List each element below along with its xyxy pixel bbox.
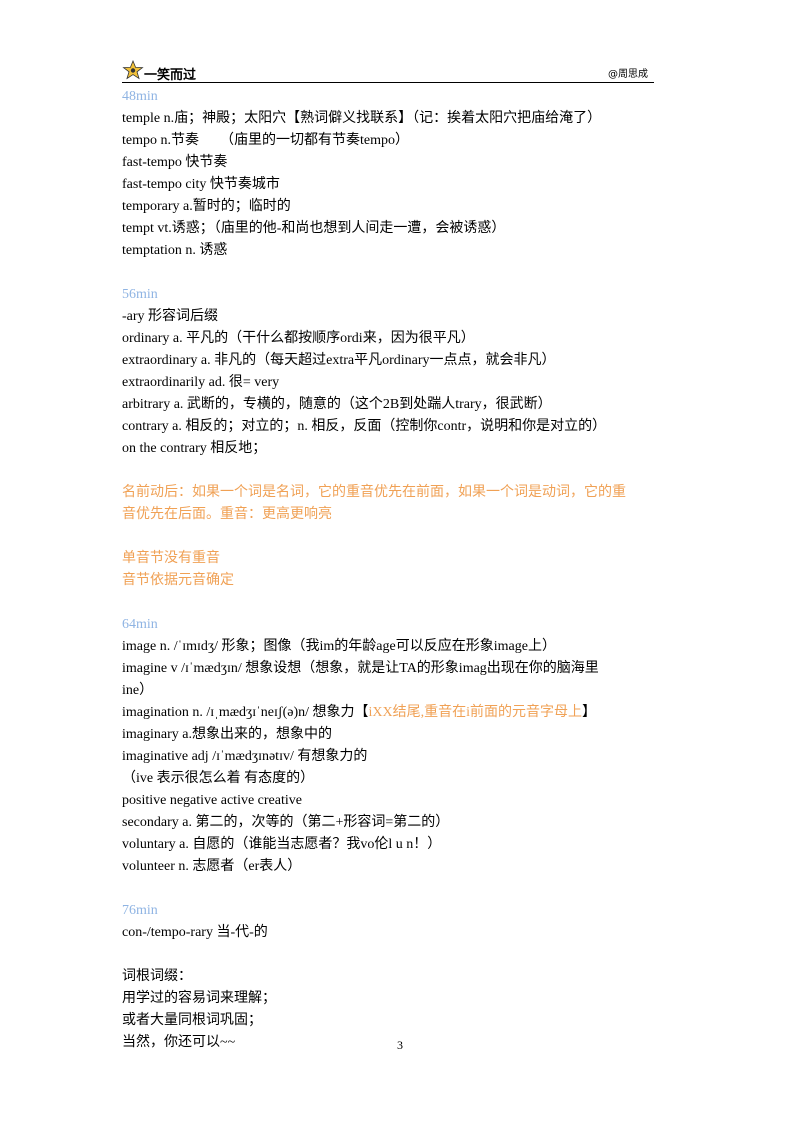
text-segment: 当然，你还可以~~ — [122, 1035, 236, 1050]
author-handle: @周思成 — [608, 69, 648, 80]
text-segment: ordinary a. 平凡的（干什么都按顺序ordi来，因为很平凡） — [122, 331, 475, 346]
text-segment: fast-tempo city 快节奏城市 — [122, 177, 280, 192]
text-line: 音优先在后面。重音：更高更响亮 — [122, 504, 692, 526]
text-segment: con-/tempo-rary 当-代-的 — [122, 925, 268, 940]
text-segment: temple n.庙；神殿；太阳穴【熟词僻义找联系】（记：挨着太阳穴把庙给淹了） — [122, 111, 602, 126]
section-time: 64min — [122, 617, 158, 632]
text-segment: extraordinarily ad. 很= very — [122, 375, 280, 390]
text-line: imagination n. /ɪˌmædʒɪˈneɪʃ(ə)n/ 想象力【iX… — [122, 702, 692, 724]
text-segment: ine） — [122, 683, 154, 698]
text-line: 用学过的容易词来理解； — [122, 988, 692, 1010]
text-line: image n. /ˈɪmɪdʒ/ 形象；图像（我im的年龄age可以反应在形象… — [122, 636, 692, 658]
text-line: arbitrary a. 武断的，专横的，随意的（这个2B到处踹人trary，很… — [122, 394, 692, 416]
text-line: 当然，你还可以~~ — [122, 1032, 692, 1054]
page-number: 3 — [397, 1038, 403, 1052]
text-segment: contrary a. 相反的；对立的；n. 相反，反面（控制你contr，说明… — [122, 419, 607, 434]
text-line: extraordinarily ad. 很= very — [122, 372, 692, 394]
text-line: volunteer n. 志愿者（er表人） — [122, 856, 692, 878]
text-line: fast-tempo 快节奏 — [122, 152, 692, 174]
text-segment: 音节依据元音确定 — [122, 573, 234, 588]
text-line: imaginary a.想象出来的，想象中的 — [122, 724, 692, 746]
text-segment: voluntary a. 自愿的（谁能当志愿者？我vo伦l u n！） — [122, 837, 442, 852]
text-segment: 音优先在后面。重音：更高更响亮 — [122, 507, 332, 522]
section-gap — [122, 878, 692, 900]
page-header: 一笑而过 @周思成 — [122, 60, 654, 83]
text-line: （ive 表示很怎么着 有态度的） — [122, 768, 692, 790]
text-line: imaginative adj /ɪˈmædʒɪnətɪv/ 有想象力的 — [122, 746, 692, 768]
section-gap — [122, 592, 692, 614]
text-line: imagine v /ɪˈmædʒɪn/ 想象设想（想象，就是让TA的形象ima… — [122, 658, 692, 680]
text-line: -ary 形容词后缀 — [122, 306, 692, 328]
section-gap — [122, 460, 692, 482]
document-body: 48min temple n.庙；神殿；太阳穴【熟词僻义找联系】（记：挨着太阳穴把… — [122, 86, 692, 1054]
text-segment: 或者大量同根词巩固； — [122, 1013, 262, 1028]
text-segment: tempt vt.诱惑；（庙里的他-和尚也想到人间走一遭，会被诱惑） — [122, 221, 506, 236]
text-segment: extraordinary a. 非凡的（每天超过extra平凡ordinary… — [122, 353, 556, 368]
text-line: ine） — [122, 680, 692, 702]
text-segment: -ary 形容词后缀 — [122, 309, 219, 324]
section-time: 76min — [122, 903, 158, 918]
text-segment: temporary a.暂时的；临时的 — [122, 199, 291, 214]
text-segment: arbitrary a. 武断的，专横的，随意的（这个2B到处踹人trary，很… — [122, 397, 552, 412]
text-line: positive negative active creative — [122, 790, 692, 812]
text-segment: 用学过的容易词来理解； — [122, 991, 276, 1006]
text-segment: imagine v /ɪˈmædʒɪn/ 想象设想（想象，就是让TA的形象ima… — [122, 661, 599, 676]
text-line: temporary a.暂时的；临时的 — [122, 196, 692, 218]
text-line: 单音节没有重音 — [122, 548, 692, 570]
star-logo-icon — [122, 60, 144, 80]
text-segment: tempo n.节奏 （庙里的一切都有节奏tempo） — [122, 133, 409, 148]
text-segment: 名前动后：如果一个词是名词，它的重音优先在前面，如果一个词是动词，它的重 — [122, 485, 626, 500]
section-gap — [122, 526, 692, 548]
text-segment: secondary a. 第二的，次等的（第二+形容词=第二的） — [122, 815, 450, 830]
text-line: 名前动后：如果一个词是名词，它的重音优先在前面，如果一个词是动词，它的重 — [122, 482, 692, 504]
text-line: ordinary a. 平凡的（干什么都按顺序ordi来，因为很平凡） — [122, 328, 692, 350]
text-segment: on the contrary 相反地； — [122, 441, 267, 456]
text-line: temple n.庙；神殿；太阳穴【熟词僻义找联系】（记：挨着太阳穴把庙给淹了） — [122, 108, 692, 130]
text-line: 词根词缀： — [122, 966, 692, 988]
text-line: contrary a. 相反的；对立的；n. 相反，反面（控制你contr，说明… — [122, 416, 692, 438]
text-segment: 单音节没有重音 — [122, 551, 220, 566]
text-segment: fast-tempo 快节奏 — [122, 155, 228, 170]
text-segment: imaginary a.想象出来的，想象中的 — [122, 727, 332, 742]
text-line: 或者大量同根词巩固； — [122, 1010, 692, 1032]
text-segment: 】 — [582, 705, 597, 720]
text-line: secondary a. 第二的，次等的（第二+形容词=第二的） — [122, 812, 692, 834]
brand-title: 一笑而过 — [144, 68, 197, 83]
text-line: on the contrary 相反地； — [122, 438, 692, 460]
text-line: temptation n. 诱惑 — [122, 240, 692, 262]
text-segment: positive negative active creative — [122, 793, 302, 808]
text-segment: volunteer n. 志愿者（er表人） — [122, 859, 302, 874]
text-segment: 词根词缀： — [122, 969, 192, 984]
section-time: 48min — [122, 89, 158, 104]
text-line: voluntary a. 自愿的（谁能当志愿者？我vo伦l u n！） — [122, 834, 692, 856]
text-line: tempt vt.诱惑；（庙里的他-和尚也想到人间走一遭，会被诱惑） — [122, 218, 692, 240]
text-line: 音节依据元音确定 — [122, 570, 692, 592]
section-time: 56min — [122, 287, 158, 302]
text-line: extraordinary a. 非凡的（每天超过extra平凡ordinary… — [122, 350, 692, 372]
text-segment: temptation n. 诱惑 — [122, 243, 228, 258]
text-line: con-/tempo-rary 当-代-的 — [122, 922, 692, 944]
text-line: tempo n.节奏 （庙里的一切都有节奏tempo） — [122, 130, 692, 152]
text-line: fast-tempo city 快节奏城市 — [122, 174, 692, 196]
text-segment: iXX结尾,重音在i前面的元音字母上 — [368, 705, 583, 720]
text-segment: imagination n. /ɪˌmædʒɪˈneɪʃ(ə)n/ 想象力【 — [122, 705, 369, 720]
text-segment: image n. /ˈɪmɪdʒ/ 形象；图像（我im的年龄age可以反应在形象… — [122, 639, 556, 654]
text-segment: （ive 表示很怎么着 有态度的） — [122, 771, 315, 786]
section-gap — [122, 262, 692, 284]
section-gap — [122, 944, 692, 966]
text-segment: imaginative adj /ɪˈmædʒɪnətɪv/ 有想象力的 — [122, 749, 368, 764]
